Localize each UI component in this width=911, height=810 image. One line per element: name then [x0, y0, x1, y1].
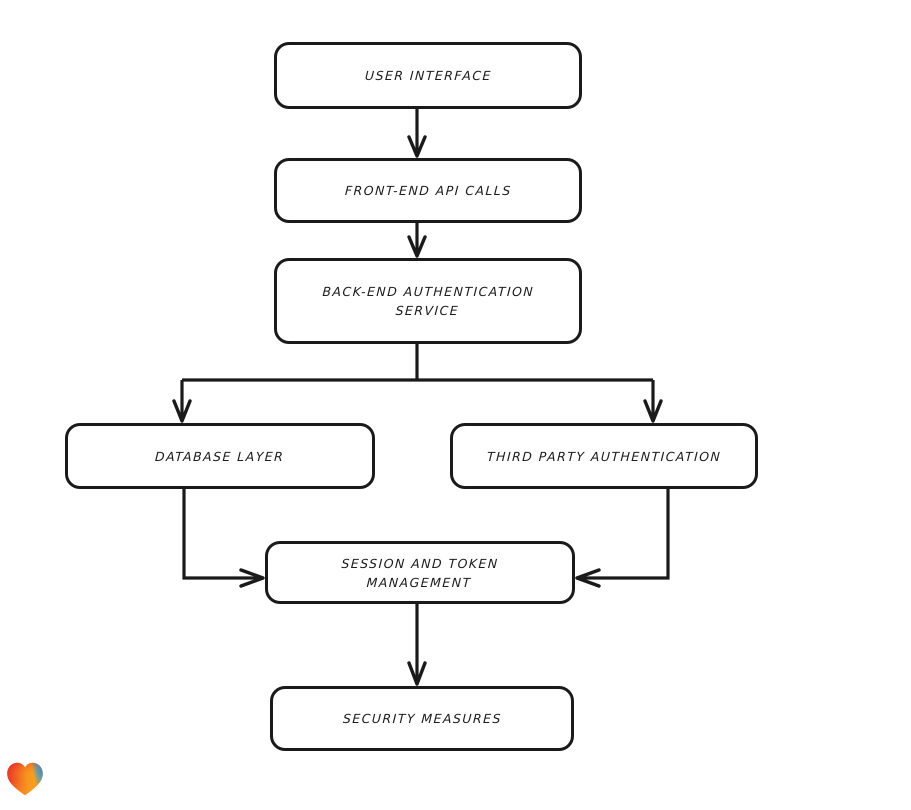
node-label-frontend-api-calls: Front-End API Calls — [344, 183, 512, 198]
node-frontend-api-calls[interactable]: Front-End API Calls — [274, 158, 582, 223]
heart-icon — [7, 762, 43, 796]
edge-backend-split — [182, 344, 653, 382]
edge-session-to-security — [407, 604, 427, 686]
node-label-database-layer: Database Layer — [154, 448, 286, 464]
edge-thirdparty-to-session — [575, 489, 670, 588]
node-label-session-token-management: Session and Token Management — [341, 555, 500, 590]
edge-ui-to-api — [407, 109, 427, 158]
node-database-layer[interactable]: Database Layer — [65, 423, 375, 489]
edge-backend-to-thirdparty — [643, 380, 663, 423]
node-backend-auth-service[interactable]: Back-End Authentication Service — [274, 258, 582, 344]
edge-database-to-session — [182, 489, 265, 588]
node-security-measures[interactable]: Security Measures — [270, 686, 574, 751]
edge-api-to-backend — [407, 223, 427, 258]
node-label-third-party-authentication: Third Party Authentication — [486, 448, 722, 464]
edge-backend-to-database — [172, 380, 192, 423]
node-session-token-management[interactable]: Session and Token Management — [265, 541, 575, 604]
node-third-party-authentication[interactable]: Third Party Authentication — [450, 423, 758, 489]
node-label-user-interface: User Interface — [364, 68, 492, 83]
node-label-backend-auth-service: Back-End Authentication Service — [322, 284, 535, 318]
node-user-interface[interactable]: User Interface — [274, 42, 582, 109]
node-label-security-measures: Security Measures — [342, 711, 502, 726]
